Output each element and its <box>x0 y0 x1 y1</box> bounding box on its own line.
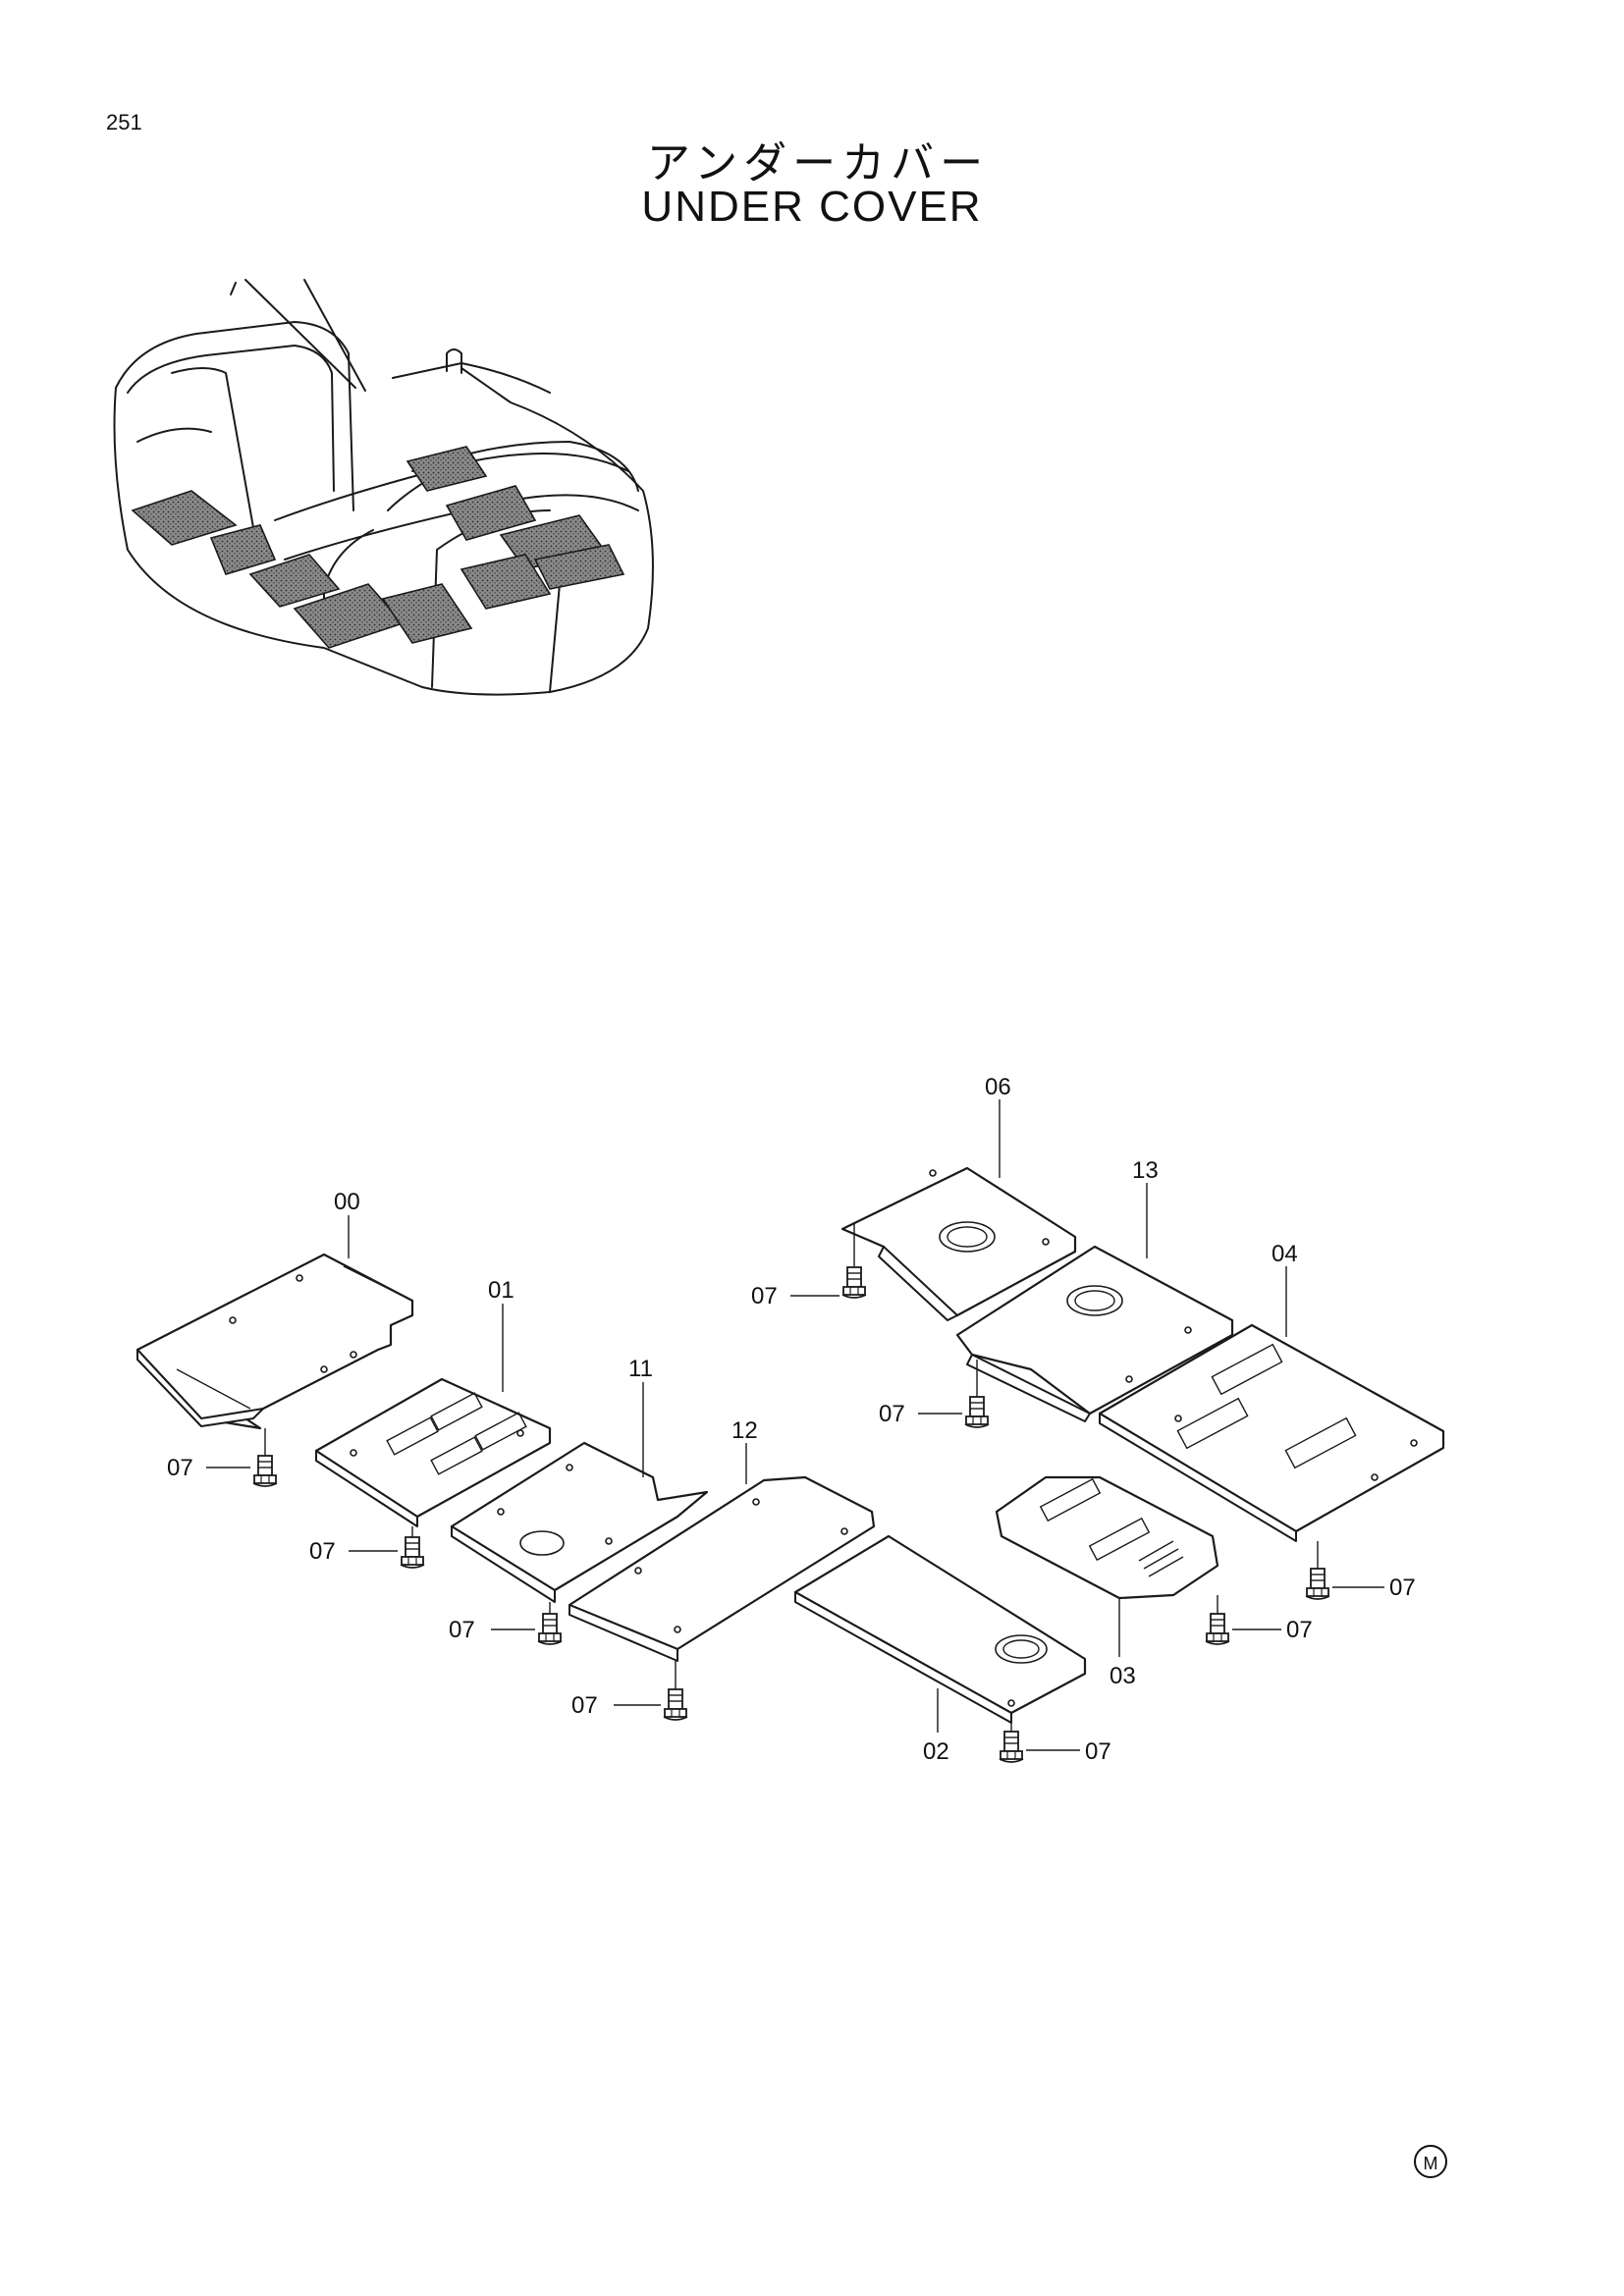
callout-12: 12 <box>731 1417 758 1444</box>
title-english: UNDER COVER <box>641 183 983 231</box>
part-11-under-cover: 11 <box>450 1356 709 1603</box>
part-01-under-cover: 01 <box>314 1277 552 1527</box>
callout-07-c: 07 <box>449 1617 475 1643</box>
part-12-under-cover: 12 <box>568 1417 876 1662</box>
bolt-07-h: 07 <box>751 1222 867 1309</box>
callout-01: 01 <box>488 1277 514 1304</box>
part-03-under-cover: 03 <box>995 1475 1219 1689</box>
part-06-under-cover: 06 <box>840 1074 1077 1321</box>
callout-03: 03 <box>1110 1663 1136 1689</box>
callout-07-b: 07 <box>309 1538 336 1565</box>
bolt-07-e: 07 <box>999 1723 1111 1765</box>
bolt-07-i: 07 <box>879 1360 990 1428</box>
bolt-07-b: 07 <box>309 1526 425 1569</box>
callout-07-e: 07 <box>1085 1738 1111 1765</box>
page-number: 251 <box>106 110 142 134</box>
callout-00: 00 <box>334 1189 360 1215</box>
title-japanese: アンダーカバー <box>646 138 990 188</box>
part-13-under-cover: 13 <box>955 1157 1234 1422</box>
callout-02: 02 <box>923 1738 949 1765</box>
bolt-07-c: 07 <box>449 1602 563 1645</box>
manufacturer-mark: M <box>1414 2145 1447 2178</box>
callout-07-h: 07 <box>751 1283 778 1309</box>
bolt-07-f: 07 <box>1205 1595 1313 1645</box>
part-02-under-cover: 02 <box>793 1534 1087 1765</box>
callout-07-f: 07 <box>1286 1617 1313 1643</box>
part-04-under-cover: 04 <box>1098 1241 1445 1542</box>
bolt-07-d: 07 <box>571 1661 688 1721</box>
callout-06: 06 <box>985 1074 1011 1100</box>
part-00-under-cover: 00 <box>135 1189 414 1430</box>
bolt-07-g: 07 <box>1305 1541 1416 1601</box>
callout-07-i: 07 <box>879 1401 905 1427</box>
callout-13: 13 <box>1132 1157 1159 1184</box>
machine-overview-illustration <box>113 279 654 696</box>
callout-07-d: 07 <box>571 1692 598 1719</box>
callout-07-a: 07 <box>167 1455 193 1481</box>
callout-11: 11 <box>628 1356 653 1382</box>
callout-04: 04 <box>1272 1241 1298 1267</box>
bolt-07-a: 07 <box>167 1428 278 1487</box>
callout-07-g: 07 <box>1389 1575 1416 1601</box>
